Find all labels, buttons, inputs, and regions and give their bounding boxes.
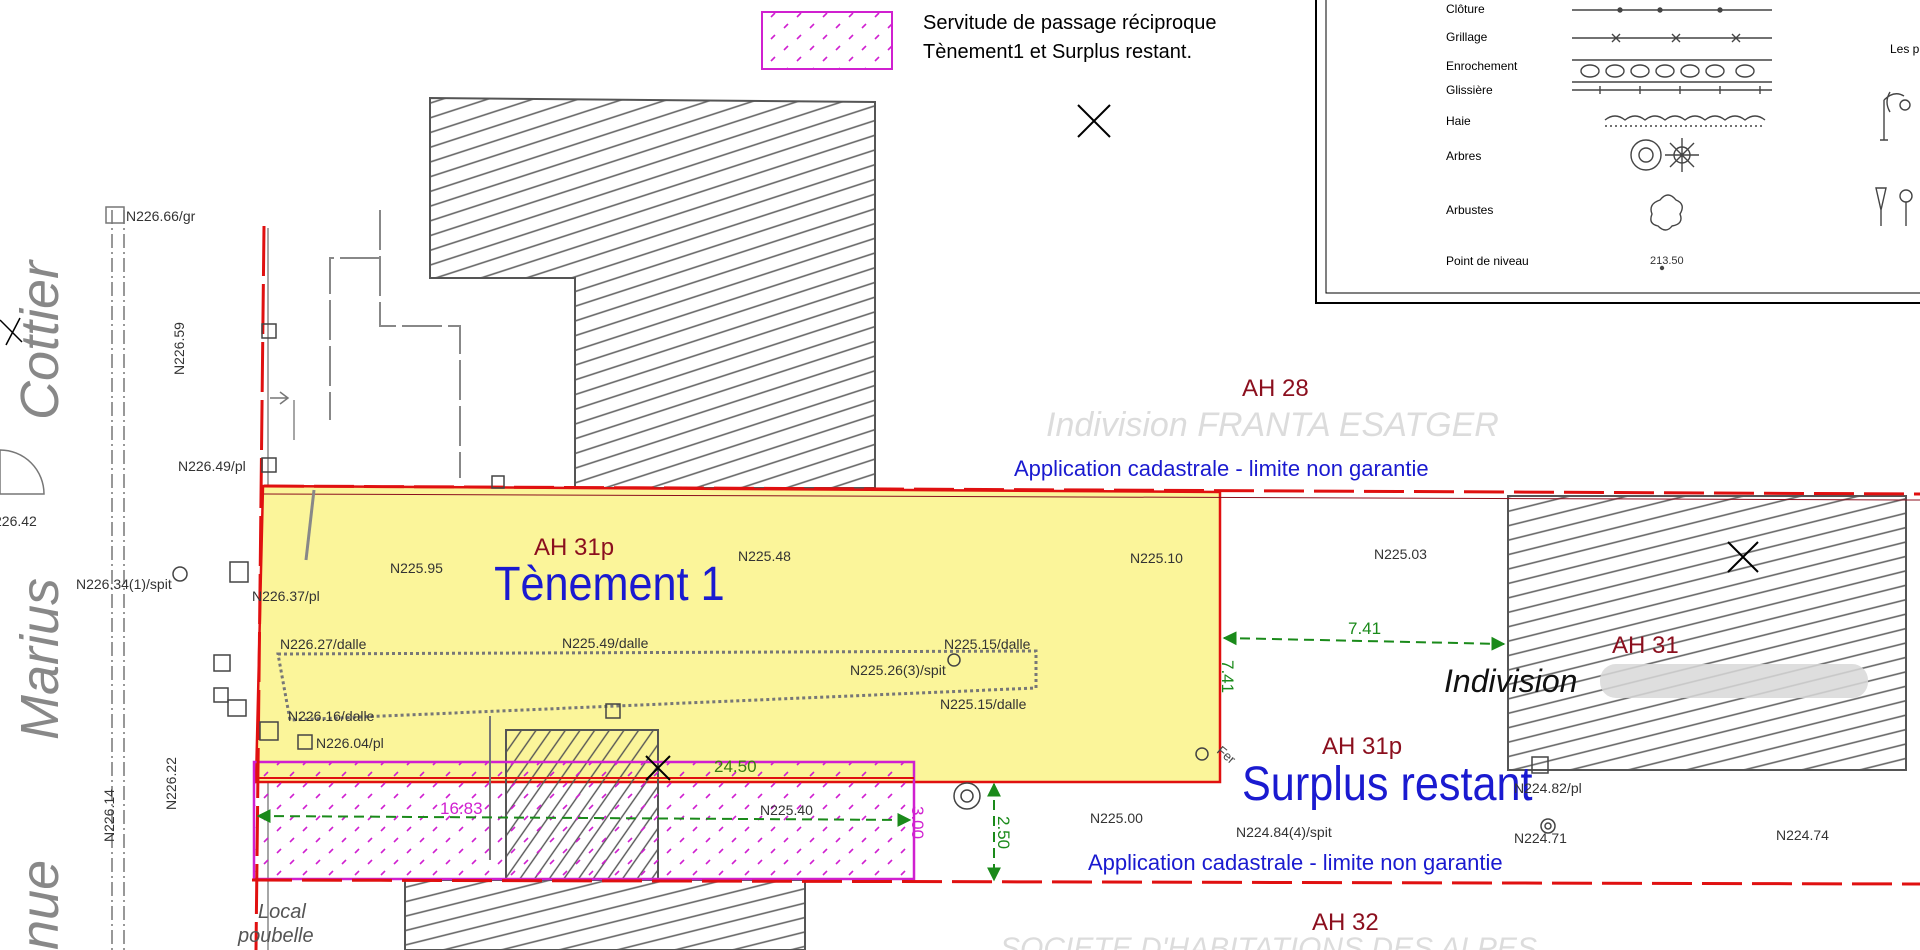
- dim-label-7-41-h: 7.41: [1348, 619, 1381, 638]
- building-north: [429, 96, 876, 489]
- cloture-symbol: [1572, 7, 1772, 13]
- dim-7-41-horizontal: [1222, 631, 1506, 651]
- dim-label-24-50: 24.50: [714, 757, 757, 776]
- building-east: [1507, 495, 1907, 771]
- owner-ah32: SOCIETE D'HABITATIONS DES ALPES: [1000, 932, 1537, 950]
- indivision-label: Indivision: [1444, 663, 1577, 699]
- servitude-legend-line2: Tènement1 et Surplus restant.: [923, 41, 1192, 63]
- limit-west: [254, 225, 266, 950]
- tenement-1-area: [254, 484, 1222, 784]
- dim-label-7-41-v: 7.41: [1218, 660, 1237, 693]
- symbol-legend: Clôture Grillage Enrochement Glissière H…: [1315, 0, 1920, 304]
- dim-label-3-00: 3.00: [908, 806, 927, 839]
- level-point-icon: [1659, 265, 1665, 271]
- level-n22484: N224.84(4)/spit: [1236, 824, 1332, 840]
- level-n22642: 226.42: [0, 513, 37, 529]
- legend-label-enrochement: Enrochement: [1446, 59, 1518, 73]
- street-word-nue: nue: [10, 860, 70, 950]
- legend-label-haie: Haie: [1446, 114, 1471, 128]
- parcel-ah31p-tenement: AH 31p: [534, 534, 614, 561]
- level-n22659: N226.59: [171, 322, 187, 375]
- street-name: Cottier Marius nue: [10, 259, 70, 950]
- level-n22471: N224.71: [1514, 830, 1567, 846]
- adjacent-outline: [329, 210, 461, 478]
- parcel-ah32: AH 32: [1312, 909, 1379, 936]
- level-n22614: N226.14: [101, 789, 117, 842]
- parcel-ah28: AH 28: [1242, 375, 1309, 402]
- servitude-area: [252, 760, 916, 881]
- level-n22634: N226.34(1)/spit: [76, 576, 172, 592]
- label-poubelle: poubelle: [237, 925, 314, 947]
- legend-label-cloture: Clôture: [1446, 2, 1485, 16]
- level-n22548: N225.48: [738, 548, 791, 564]
- legend-label-arbustes: Arbustes: [1446, 203, 1493, 217]
- glissiere-symbol: [1572, 86, 1772, 94]
- roundabout-arc: [0, 449, 45, 495]
- legend-label-point-niveau: Point de niveau: [1446, 254, 1529, 268]
- cross-building: [1727, 541, 1759, 573]
- dim-label-2-50: 2.50: [994, 816, 1013, 849]
- legend-clipped-text: Les p: [1890, 42, 1920, 56]
- grillage-symbol: [1572, 33, 1772, 43]
- parcel-ah31: AH 31: [1612, 632, 1679, 659]
- haie-symbol: [1604, 115, 1766, 127]
- level-n22637: N226.37/pl: [252, 588, 320, 604]
- level-n22474: N224.74: [1776, 827, 1829, 843]
- parcel-ah31p-surplus: AH 31p: [1322, 733, 1402, 760]
- servitude-legend-line1: Servitude de passage réciproque: [923, 12, 1217, 34]
- level-n22549: N225.49/dalle: [562, 635, 649, 651]
- level-n22515b: N225.15/dalle: [940, 696, 1027, 712]
- level-n22622: N226.22: [163, 757, 179, 810]
- dim-label-16-83: 16.83: [440, 799, 483, 818]
- redacted-name-ah31: [1600, 664, 1868, 698]
- level-n22627: N226.27/dalle: [280, 636, 367, 652]
- level-n22515a: N225.15/dalle: [944, 636, 1031, 652]
- legend-label-arbres: Arbres: [1446, 149, 1481, 163]
- servitude-legend: Servitude de passage réciproque Tènement…: [761, 11, 1217, 70]
- sign-icon: [1875, 187, 1913, 226]
- level-n22649: N226.49/pl: [178, 458, 246, 474]
- limit-north: [263, 484, 1920, 496]
- legend-sample-level: 213.50: [1650, 255, 1684, 267]
- tree-icon: [1630, 138, 1699, 172]
- servitude-legend-swatch: [761, 11, 893, 70]
- candelabra-icon: [1880, 91, 1911, 141]
- cadastral-note-bottom: Application cadastrale - limite non gara…: [1088, 850, 1503, 875]
- cross-servitude: [645, 755, 671, 781]
- level-n22540: N225.40: [760, 802, 813, 818]
- level-n22503: N225.03: [1374, 546, 1427, 562]
- enrochement-symbol: [1572, 59, 1772, 83]
- tenement-name: Tènement 1: [494, 557, 725, 611]
- owner-ah28: Indivision FRANTA ESATGER: [1046, 406, 1499, 444]
- label-local: Local: [258, 901, 306, 923]
- legend-label-grillage: Grillage: [1446, 30, 1488, 44]
- level-n22666: N226.66/gr: [126, 208, 196, 224]
- limit-south: [251, 878, 1920, 886]
- level-n22526: N225.26(3)/spit: [850, 662, 946, 678]
- legend-label-glissiere: Glissière: [1446, 83, 1493, 97]
- level-n22604: N226.04/pl: [316, 735, 384, 751]
- level-n22616: N226.16/dalle: [288, 708, 375, 724]
- level-n22500: N225.00: [1090, 810, 1143, 826]
- dim-16-83: [256, 809, 912, 827]
- slab-outline: [276, 649, 1038, 722]
- manhole-icon: [953, 782, 981, 810]
- surplus-name: Surplus restant: [1242, 757, 1533, 811]
- cadastral-note-top: Application cadastrale - limite non gara…: [1014, 456, 1429, 481]
- cross-mark: [1077, 104, 1111, 138]
- level-n22595: N225.95: [390, 560, 443, 576]
- shrub-icon: [1650, 194, 1683, 231]
- level-n22482: N224.82/pl: [1514, 780, 1582, 796]
- level-n22510: N225.10: [1130, 550, 1183, 566]
- building-south: [404, 879, 806, 950]
- street-word-marius: Marius: [10, 578, 70, 740]
